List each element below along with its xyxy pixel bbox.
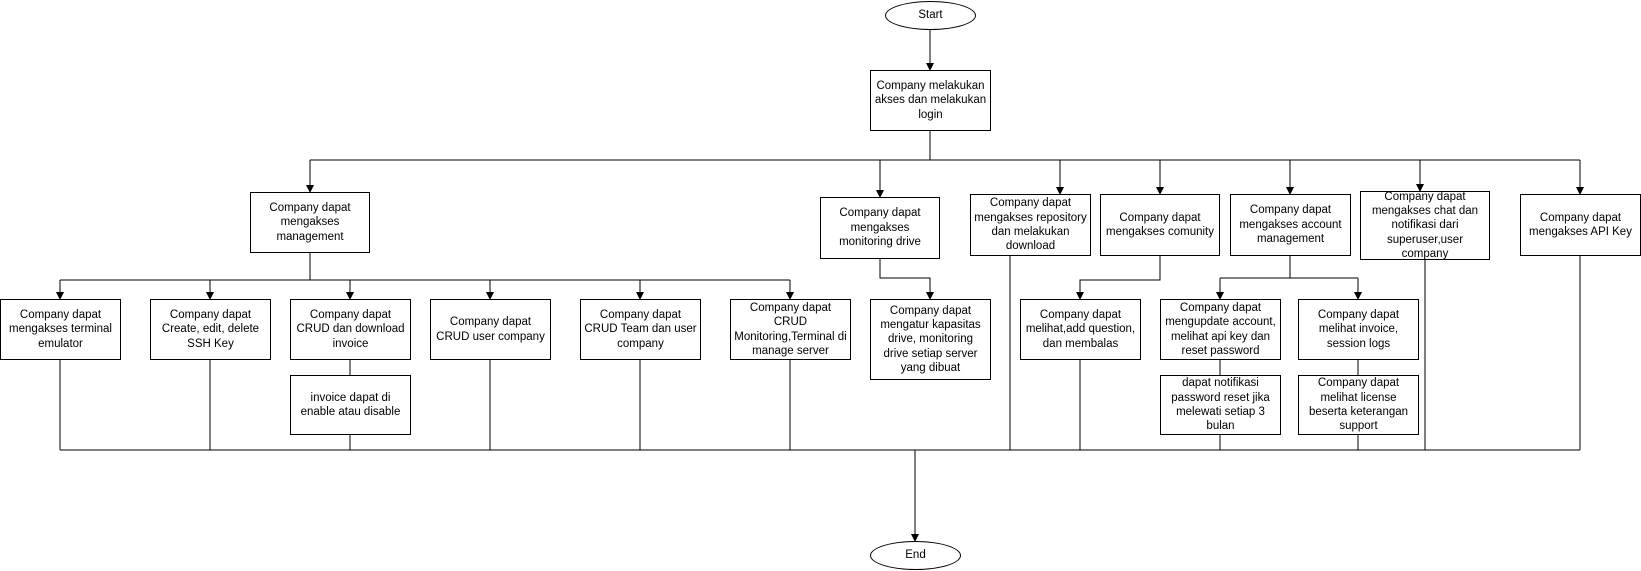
start-node: Start: [885, 1, 976, 30]
crud-team-node: Company dapat CRUD Team dan user company: [580, 299, 701, 360]
kapasitas-drive-node: Company dapat mengatur kapasitas drive, …: [870, 299, 991, 380]
edge-comunity-question: [1076, 252, 1161, 300]
update-account-node: Company dapat mengupdate account, meliha…: [1160, 299, 1281, 360]
invoice-logs-node: Company dapat melihat invoice, session l…: [1298, 299, 1419, 360]
monitoring-drive-node: Company dapat mengakses monitoring drive: [820, 197, 940, 259]
end-node: End: [870, 541, 961, 570]
ssh-key-node: Company dapat Create, edit, delete SSH K…: [150, 299, 271, 360]
edge-monitoring-kapasitas: [879, 259, 934, 300]
account-management-node: Company dapat mengakses account manageme…: [1230, 194, 1351, 256]
login-node: Company melakukan akses dan melakukan lo…: [870, 70, 991, 131]
chat-notification-node: Company dapat mengakses chat dan notifik…: [1360, 191, 1490, 260]
crud-invoice-node: Company dapat CRUD dan download invoice: [290, 299, 411, 360]
api-key-node: Company dapat mengakses API Key: [1520, 194, 1641, 256]
question-node: Company dapat melihat,add question, dan …: [1020, 299, 1141, 360]
crud-user-node: Company dapat CRUD user company: [430, 299, 551, 360]
terminal-emulator-node: Company dapat mengakses terminal emulato…: [0, 299, 121, 360]
password-notification-node: dapat notifikasi password reset jika mel…: [1160, 375, 1281, 435]
invoice-toggle-node: invoice dapat di enable atau disable: [290, 375, 411, 435]
license-node: Company dapat melihat license beserta ke…: [1298, 375, 1419, 435]
management-node: Company dapat mengakses management: [250, 192, 370, 253]
repository-node: Company dapat mengakses repository dan m…: [970, 194, 1091, 256]
crud-monitoring-node: Company dapat CRUD Monitoring,Terminal d…: [730, 299, 851, 360]
comunity-node: Company dapat mengakses comunity: [1100, 194, 1220, 256]
